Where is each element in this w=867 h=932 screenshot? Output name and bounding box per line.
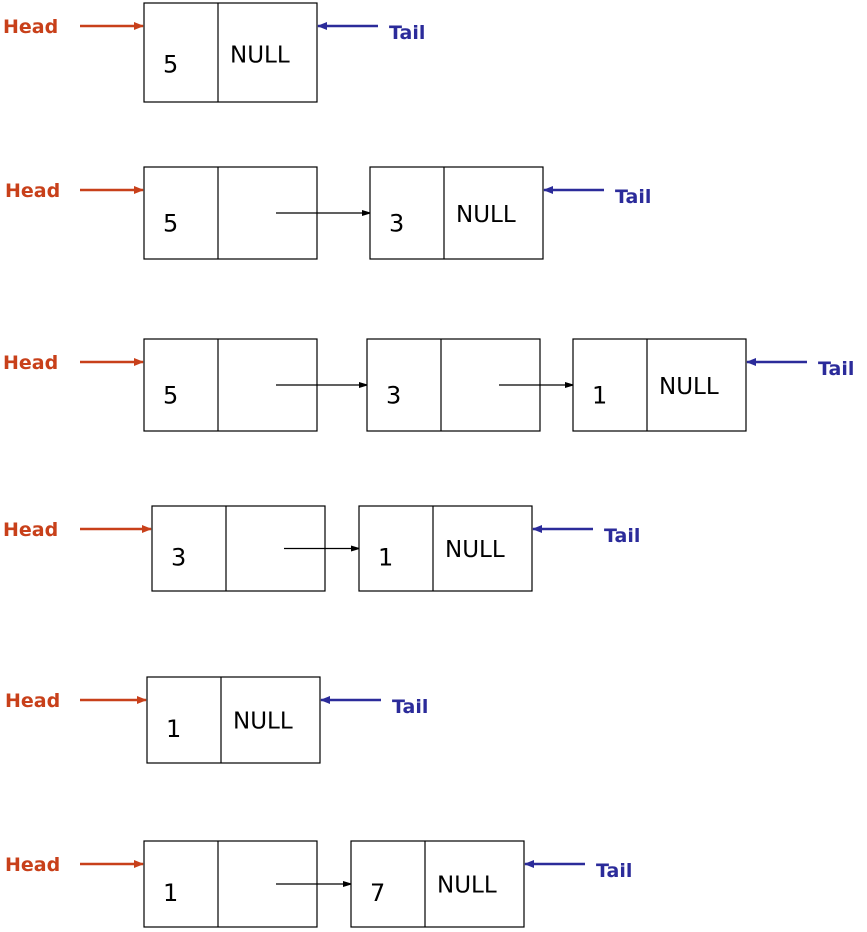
list-node: 5 NULL bbox=[143, 2, 318, 103]
list-node: 7 NULL bbox=[350, 840, 525, 928]
null-pointer-label: NULL bbox=[659, 374, 719, 400]
node-box bbox=[143, 2, 318, 103]
head-label: Head bbox=[3, 16, 58, 38]
list-node: 1 NULL bbox=[358, 505, 533, 592]
list-node: 3 NULL bbox=[369, 166, 544, 260]
node-value: 7 bbox=[370, 879, 385, 907]
list-row-2: Head 5 3 NULL Tail bbox=[5, 166, 651, 260]
head-label: Head bbox=[3, 352, 58, 374]
node-value: 1 bbox=[592, 381, 607, 409]
list-row-5: Head 1 NULL Tail bbox=[5, 676, 428, 764]
null-pointer-label: NULL bbox=[445, 537, 505, 563]
tail-label: Tail bbox=[389, 22, 425, 44]
list-node: 5 bbox=[143, 166, 372, 260]
node-value: 3 bbox=[171, 544, 186, 572]
list-row-3: Head 5 3 1 NULL Tail bbox=[3, 338, 854, 432]
null-pointer-label: NULL bbox=[456, 202, 516, 228]
list-node: 3 bbox=[151, 505, 361, 592]
node-value: 3 bbox=[386, 381, 401, 409]
list-row-1: Head 5 NULL Tail bbox=[3, 2, 425, 103]
node-box bbox=[358, 505, 533, 592]
node-value: 5 bbox=[163, 381, 178, 409]
list-node: 1 NULL bbox=[146, 676, 321, 764]
node-box bbox=[146, 676, 321, 764]
head-label: Head bbox=[3, 519, 58, 541]
node-value: 1 bbox=[166, 715, 181, 743]
list-row-6: Head 1 7 NULL Tail bbox=[5, 840, 632, 928]
tail-label: Tail bbox=[818, 358, 854, 380]
tail-label: Tail bbox=[615, 186, 651, 208]
tail-label: Tail bbox=[392, 696, 428, 718]
list-node: 1 bbox=[143, 840, 353, 928]
tail-label: Tail bbox=[596, 860, 632, 882]
node-value: 5 bbox=[163, 50, 178, 78]
list-node: 5 bbox=[143, 338, 369, 432]
node-value: 3 bbox=[389, 209, 404, 237]
node-box bbox=[572, 338, 747, 432]
node-value: 5 bbox=[163, 209, 178, 237]
node-box bbox=[369, 166, 544, 260]
head-label: Head bbox=[5, 180, 60, 202]
null-pointer-label: NULL bbox=[230, 42, 290, 68]
list-node: 3 bbox=[366, 338, 575, 432]
null-pointer-label: NULL bbox=[437, 873, 497, 899]
node-value: 1 bbox=[378, 544, 393, 572]
list-row-4: Head 3 1 NULL Tail bbox=[3, 505, 640, 592]
null-pointer-label: NULL bbox=[233, 709, 293, 735]
head-label: Head bbox=[5, 854, 60, 876]
tail-label: Tail bbox=[604, 525, 640, 547]
node-box bbox=[350, 840, 525, 928]
list-node: 1 NULL bbox=[572, 338, 747, 432]
head-label: Head bbox=[5, 690, 60, 712]
node-value: 1 bbox=[163, 879, 178, 907]
